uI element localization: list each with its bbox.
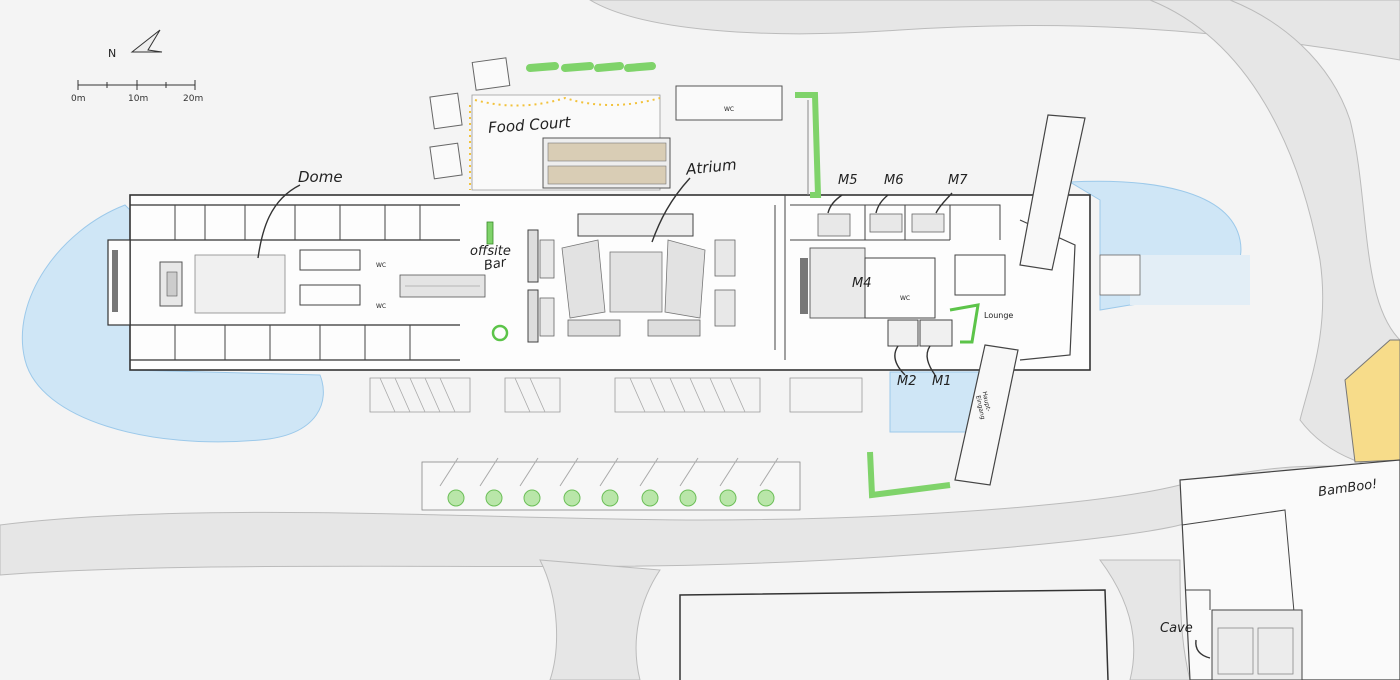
parking-mid [504,377,561,413]
trees [447,489,775,507]
food-truck-1 [471,57,511,91]
compass-label: N [108,47,117,60]
scale-label-20: 20m [183,94,204,104]
atrium-seating-left [561,239,606,319]
label-m5: M5 [838,173,858,188]
arrow-atrium [651,177,691,243]
scale-bar [77,80,196,90]
label-dome: Dome [298,168,343,186]
road-lower-left [539,559,661,680]
road-lower-right [1099,559,1191,680]
bamboo-yellow-area [1344,339,1400,463]
label-m7: M7 [948,173,968,188]
label-cave: Cave [1160,621,1193,636]
parking-right [614,377,761,413]
arrow-m2 [894,345,906,376]
lounge-counter [949,303,980,344]
label-m1: M1 [932,374,952,389]
atrium-seating-center [609,251,663,313]
label-m4: M4 [852,276,872,291]
food-truck-3 [429,142,463,180]
room-m2 [887,319,919,347]
hedge-top [526,62,656,72]
label-m6: M6 [884,173,904,188]
parking-left [369,377,471,413]
label-wc-dome-2: WC [376,303,387,310]
bridge-north [1019,114,1086,271]
arrow-m6 [875,194,889,214]
label-wc-top: WC [724,106,735,113]
plant-circle [491,324,509,342]
compass-arrow-icon [130,29,163,53]
arrow-m5 [827,194,843,214]
string-lights [469,96,661,190]
lower-building [679,589,1109,680]
road-right-curve [1149,0,1400,471]
room-m4 [809,247,866,319]
dome-room [194,254,286,314]
hedge-lower [867,451,951,499]
cave-room [1211,609,1303,680]
water-left [21,204,324,443]
label-wc-dome-1: WC [376,262,387,269]
label-m2: M2 [897,374,917,389]
label-wc-m4: WC [900,295,911,302]
room-m1 [919,319,953,347]
wc-container [675,85,783,121]
arrow-m7 [935,192,953,214]
bridge-main-entrance [954,344,1019,486]
arrow-dome [257,184,301,259]
food-truck-2 [429,92,463,130]
label-lounge: Lounge [984,311,1014,320]
label-offsite: offsite [470,244,511,259]
hedge-right [795,92,822,198]
atrium-seating-right [664,239,706,319]
arrow-cave [1195,639,1211,659]
scale-label-0: 0m [71,94,86,104]
arrow-m1 [926,345,936,376]
scale-label-10: 10m [128,94,149,104]
offsite-bar-counter [486,221,494,245]
